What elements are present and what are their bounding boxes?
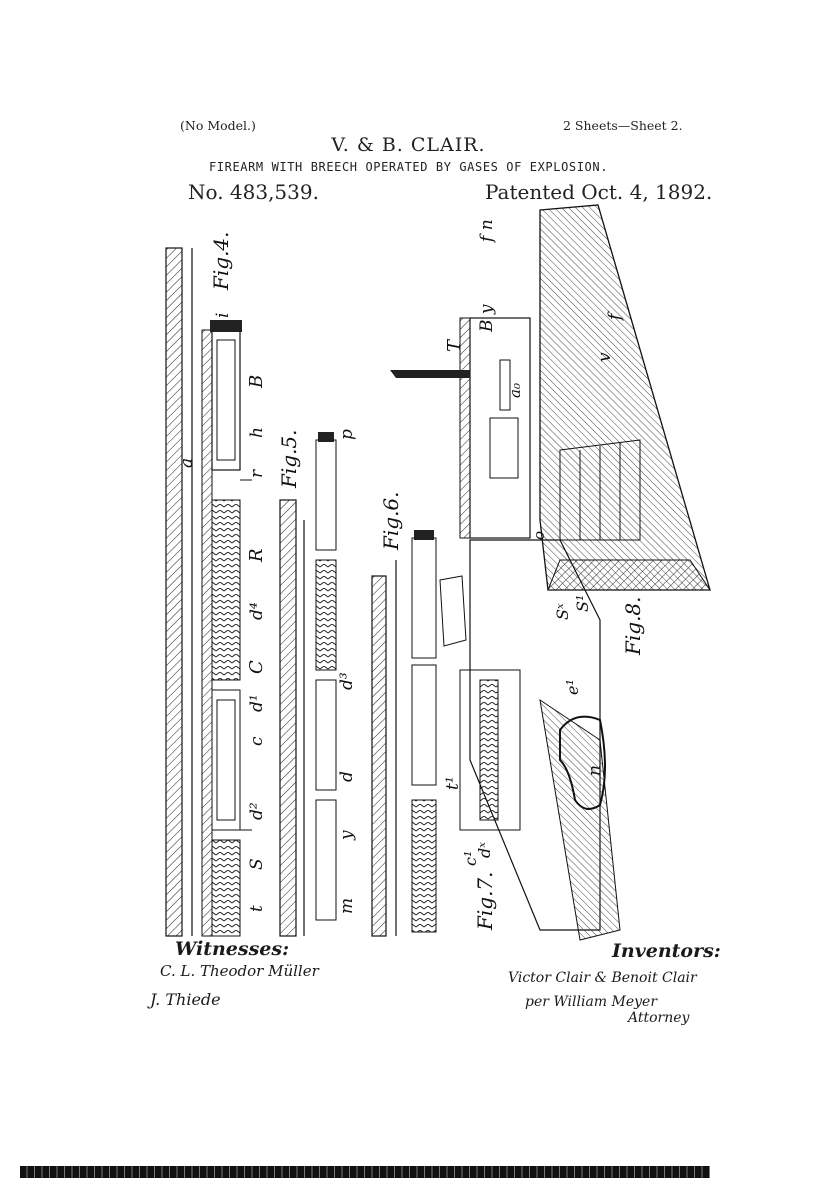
attorney-title: Attorney xyxy=(628,1010,690,1026)
fig6-label: Fig.6. xyxy=(379,491,403,551)
label-y: y xyxy=(337,830,357,841)
label-S1: S¹ xyxy=(573,595,592,612)
patent-date: Patented Oct. 4, 1892. xyxy=(485,180,713,204)
label-T: T xyxy=(444,338,465,352)
fig6-drawing xyxy=(371,530,437,937)
label-R: R xyxy=(246,548,267,563)
witnesses-heading: Witnesses: xyxy=(175,938,290,960)
witness-signature-1: C. L. Theodor Müller xyxy=(160,962,319,980)
fig7-8-drawing xyxy=(390,204,711,941)
fig7-label: Fig.7. xyxy=(473,871,497,931)
label-m: m xyxy=(337,898,357,914)
label-r: r xyxy=(247,469,267,478)
fig5-drawing xyxy=(279,432,337,937)
label-C: C xyxy=(246,660,267,674)
label-e1: e¹ xyxy=(563,679,582,695)
label-a0: a₀ xyxy=(506,383,524,398)
label-p: p xyxy=(337,429,357,440)
label-n: n xyxy=(585,765,605,776)
fig5-label: Fig.5. xyxy=(277,429,301,489)
fig4-drawing xyxy=(165,247,252,937)
label-B: B xyxy=(246,375,267,389)
inventors-title: V. & B. CLAIR. xyxy=(331,134,486,156)
sheet-count: 2 Sheets—Sheet 2. xyxy=(563,118,683,133)
witness-signature-2: J. Thiede xyxy=(150,990,221,1009)
label-d3: d³ xyxy=(337,672,357,690)
label-By: B y xyxy=(477,304,497,333)
label-d1: d¹ xyxy=(247,694,267,712)
patent-title: FIREARM WITH BREECH OPERATED BY GASES OF… xyxy=(208,160,609,174)
label-i: i xyxy=(213,313,233,318)
attorney-per: per William Meyer xyxy=(525,994,658,1010)
label-d4: d⁴ xyxy=(247,602,267,620)
label-c1: c¹ xyxy=(461,851,480,866)
label-Sx: Sˣ xyxy=(553,603,572,620)
label-d2: d² xyxy=(247,802,267,820)
label-d: d xyxy=(337,771,357,782)
label-v: v xyxy=(595,352,615,362)
fig8-label: Fig.8. xyxy=(621,596,645,656)
label-fn: f n xyxy=(477,219,497,244)
label-a: a xyxy=(177,458,197,468)
label-c: c xyxy=(247,736,267,746)
label-f: f xyxy=(605,311,625,322)
no-model-note: (No Model.) xyxy=(180,118,256,133)
label-h: h xyxy=(247,427,267,438)
inventor-signatures: Victor Clair & Benoit Clair xyxy=(508,970,697,986)
patent-number: No. 483,539. xyxy=(188,180,319,204)
label-S: S xyxy=(247,858,267,870)
bottom-border-rule xyxy=(20,1166,710,1178)
inventors-heading: Inventors: xyxy=(612,940,721,962)
label-dx: dˣ xyxy=(475,842,494,858)
label-o: o xyxy=(530,531,548,540)
label-t: t xyxy=(247,905,267,912)
fig4-label: Fig.4. xyxy=(209,231,233,291)
label-t1: t¹ xyxy=(443,776,463,790)
